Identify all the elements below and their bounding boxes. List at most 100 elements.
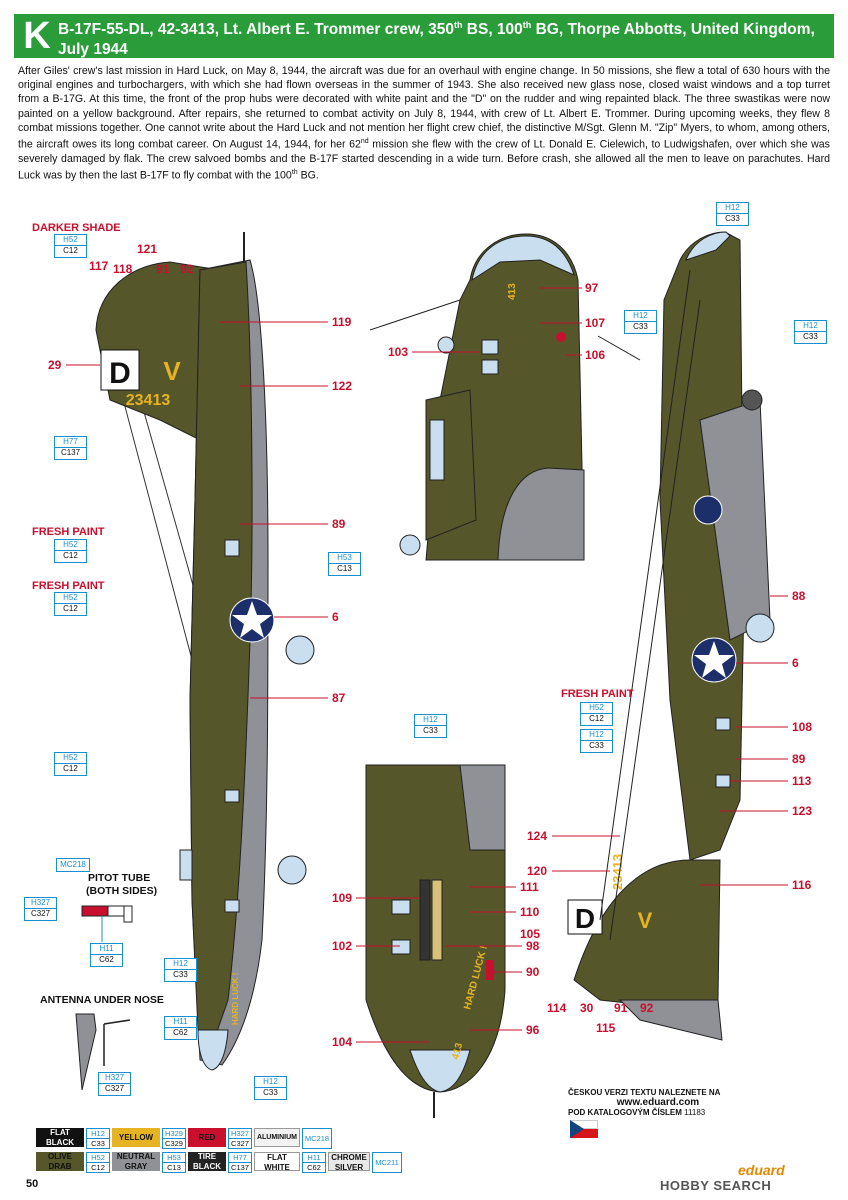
callout-88: 88 [792,589,806,603]
callout-104: 104 [332,1035,352,1049]
callout-117: 117 [89,259,109,273]
label-antenna: ANTENNA UNDER NOSE [40,994,164,1006]
callout-115: 115 [596,1021,616,1035]
callout-120: 120 [527,864,547,878]
squadron-letter-tail: V [163,356,181,386]
label-fresh-paint-1: FRESH PAINT [32,526,105,538]
callout-107: 107 [585,316,605,330]
callout-6r: 6 [792,656,799,670]
callouts-bottom-center: 109 102 104 111 110 105 98 90 96 [332,880,540,1049]
swatch-flat-black: FLAT BLACK [36,1128,84,1147]
callout-119: 119 [332,315,352,329]
czech-flag-icon [570,1120,598,1138]
left-side-view: D V 23413 HARD LUCK ! [95,232,315,1071]
label-fresh-paint-3: FRESH PAINT [561,688,634,700]
callout-116: 116 [792,878,812,892]
czech-version-note: ČESKOU VERZI TEXTU NALEZNETE NA www.edua… [568,1088,748,1118]
swatch-flat-white: FLAT WHITE [254,1152,300,1172]
callouts-right: 88 6 FRESH PAINT 108 89 113 123 124 120 … [527,589,812,1035]
antenna-detail [75,1013,131,1091]
eduard-url[interactable]: www.eduard.com [616,1097,700,1108]
callout-87: 87 [332,691,346,705]
nose-num-top: 413 [507,283,518,300]
page-header: K B-17F-55-DL, 42-3413, Lt. Albert E. Tr… [14,14,834,58]
callout-89: 89 [332,517,346,531]
callout-6: 6 [332,610,339,624]
callout-29: 29 [48,358,62,372]
callout-96: 96 [526,1023,540,1037]
swatch-codes: MC211 [372,1152,402,1173]
swatch-yellow: YELLOW [112,1128,160,1147]
callout-118: 118 [113,262,133,276]
callouts-left: DARKER SHADE 117 118 121 91 92 29 119 12… [32,222,352,1006]
swatch-olive-drab: OLIVE DRAB [36,1152,84,1171]
right-side-view: D V 23413 [567,231,775,1041]
callout-98: 98 [526,939,540,953]
callout-111: 111 [520,880,539,894]
label-pitot-tube: PITOT TUBE [88,872,150,884]
callout-113: 113 [792,774,812,788]
callout-102: 102 [332,939,352,953]
callout-97: 97 [585,281,599,295]
squadron-letter-right: V [638,908,653,933]
callout-103: 103 [388,345,408,359]
history-text: After Giles' crew's last mission in Hard… [18,65,830,182]
tail-letter-right: D [575,903,595,934]
swatch-tire-black: TIRE BLACK [188,1152,226,1171]
color-code-box: MC218 [56,858,90,872]
callout-89r: 89 [792,752,806,766]
swatch-chrome-silver: CHROME SILVER [328,1152,370,1172]
tail-serial: 23413 [126,392,171,409]
page-number: 50 [26,1178,39,1190]
bottom-nose-view: HARD LUCK ! 413 [365,764,506,1118]
nose-art-left: HARD LUCK ! [231,973,240,1025]
callout-114: 114 [547,1001,567,1015]
callout-91: 91 [156,262,170,276]
profile-letter: K [23,15,51,57]
label-both-sides: (BOTH SIDES) [86,885,157,897]
callout-123: 123 [792,804,812,818]
callout-124: 124 [527,829,547,843]
callout-121: 121 [137,242,157,256]
top-nose-view: 413 [369,233,641,561]
callout-109: 109 [332,891,352,905]
callout-91r: 91 [614,1001,628,1015]
callout-122: 122 [332,379,352,393]
profile-title: B-17F-55-DL, 42-3413, Lt. Albert E. Trom… [58,20,815,59]
nose-num-bottom: 413 [450,1041,465,1060]
callouts-top-center: 97 107 103 106 [388,281,605,362]
swatch-neutral-gray: NEUTRAL GRAY [112,1152,160,1171]
tail-letter: D [109,357,131,390]
eduard-logo: eduard [738,1162,785,1178]
swatch-red: RED [188,1128,226,1147]
callout-90: 90 [526,965,540,979]
label-darker-shade: DARKER SHADE [32,222,121,234]
callout-92r: 92 [640,1001,654,1015]
pitot-tube-detail [81,905,133,942]
callout-92: 92 [180,262,194,276]
